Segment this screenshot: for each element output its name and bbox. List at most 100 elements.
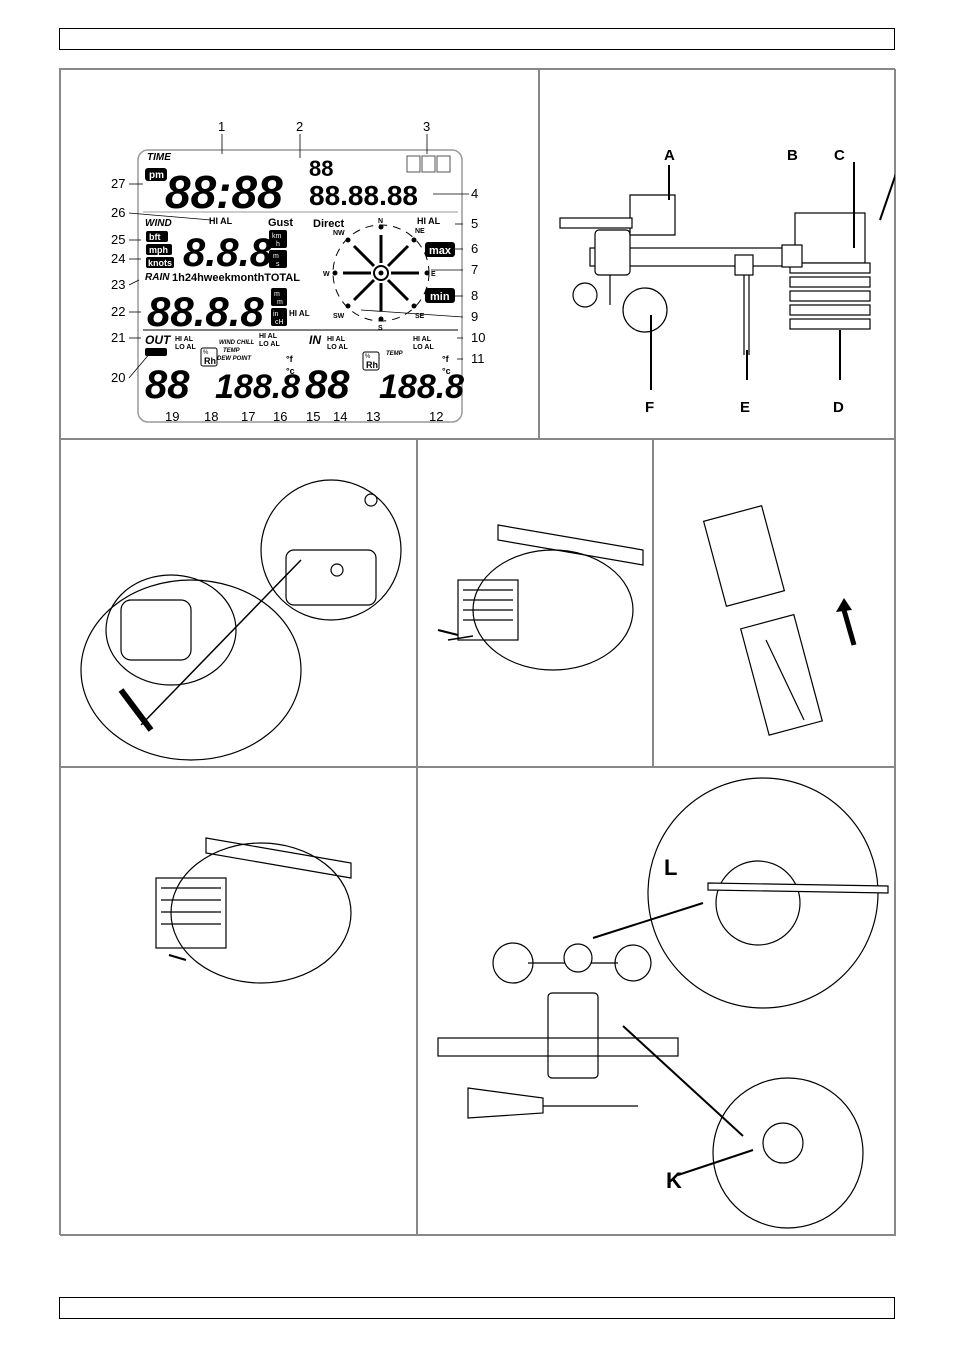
callout-2: 2 — [296, 119, 303, 134]
callout-8: 8 — [471, 288, 478, 303]
callout-18: 18 — [204, 409, 218, 424]
callout-12: 12 — [429, 409, 443, 424]
mm-m1: m — [274, 291, 280, 298]
in-temp-digits: 188.8 — [379, 368, 464, 406]
callout-19: 19 — [165, 409, 179, 424]
in-temp-label: TEMP — [386, 351, 404, 357]
in-deg-f: °f — [442, 354, 450, 364]
battery-holder-slide-figure — [417, 439, 653, 767]
compass-s: S — [378, 325, 383, 332]
label-C: C — [834, 147, 845, 164]
max-indicator: max — [429, 245, 452, 257]
callout-14: 14 — [333, 409, 347, 424]
anemometer-figure: L K — [417, 767, 896, 1236]
in-humidity-digits: 88 — [305, 363, 350, 407]
label-F: F — [645, 399, 654, 416]
compass-n: N — [378, 218, 383, 225]
sensor-assembly-figure: A B C D E F — [539, 69, 896, 439]
wind-hi-al: HI AL — [209, 216, 233, 226]
compass-se: SE — [415, 313, 425, 320]
out-deg-f: °f — [286, 354, 294, 364]
out-deg-c: °c — [286, 366, 295, 376]
out-temp-label: TEMP — [223, 348, 241, 354]
callout-24: 24 — [111, 251, 125, 266]
in-label: IN — [309, 333, 321, 347]
compass-sw: SW — [333, 313, 345, 320]
in-ch: cH — [275, 319, 284, 326]
knots-unit: knots — [148, 258, 172, 268]
direct-label: Direct — [313, 218, 345, 230]
callout-9: 9 — [471, 309, 478, 324]
callout-15: 15 — [306, 409, 320, 424]
wind-label: WIND — [145, 218, 172, 229]
in-temp-hi-al: HI AL — [413, 336, 432, 343]
callout-25: 25 — [111, 232, 125, 247]
date-digits: 88.88.88 — [309, 180, 418, 211]
out-rh: Rh — [204, 356, 216, 366]
out-temp-hi-al: HI AL — [259, 333, 278, 340]
callout-10: 10 — [471, 330, 485, 345]
compass-ne: NE — [415, 228, 425, 235]
rain-hi-al: HI AL — [289, 309, 310, 318]
small-digits: 88 — [309, 156, 333, 181]
out-humidity-digits: 88 — [145, 363, 190, 407]
lcd-display-figure: 1 2 3 4 5 6 7 8 9 10 11 12 13 14 15 16 1… — [60, 69, 539, 439]
dew-point-label: DEW POINT — [217, 356, 252, 362]
wind-chill-label: WIND CHILL — [219, 340, 255, 346]
callout-21: 21 — [111, 330, 125, 345]
header-bar — [59, 28, 895, 50]
callout-26: 26 — [111, 205, 125, 220]
ms-m: m — [273, 253, 279, 260]
in-temp-lo-al: LO AL — [413, 344, 434, 351]
callout-5: 5 — [471, 216, 478, 231]
label-K: K — [666, 1168, 682, 1193]
mph-unit: mph — [149, 245, 168, 255]
compass-w: W — [323, 271, 330, 278]
in-deg-c: °c — [442, 366, 451, 376]
figure-grid: 1 2 3 4 5 6 7 8 9 10 11 12 13 14 15 16 1… — [59, 68, 896, 1236]
bft-unit: bft — [149, 232, 161, 242]
ms-s: s — [276, 261, 280, 268]
footer-bar — [59, 1297, 895, 1319]
callout-6: 6 — [471, 241, 478, 256]
out-temp-lo-al: LO AL — [259, 341, 280, 348]
callout-22: 22 — [111, 304, 125, 319]
callout-23: 23 — [111, 277, 125, 292]
out-rh-pct: % — [203, 350, 209, 356]
label-L: L — [664, 855, 677, 880]
callout-3: 3 — [423, 119, 430, 134]
rain-digits: 88.8.8 — [147, 288, 264, 335]
time-label: TIME — [147, 152, 171, 163]
gust-label: Gust — [268, 217, 293, 229]
kmh-h: h — [276, 241, 280, 248]
callout-4: 4 — [471, 186, 478, 201]
in-hi-al: HI AL — [327, 336, 346, 343]
pm-indicator: pm — [149, 170, 164, 181]
out-label: OUT — [145, 333, 172, 347]
callout-17: 17 — [241, 409, 255, 424]
weekday-segments — [406, 155, 451, 173]
label-E: E — [740, 399, 750, 416]
kmh-k: km — [272, 233, 282, 240]
label-D: D — [833, 399, 844, 416]
callout-7: 7 — [471, 262, 478, 277]
battery-cover-figure — [60, 439, 417, 767]
callout-16: 16 — [273, 409, 287, 424]
compass-e: E — [431, 271, 436, 278]
rain-label: RAIN — [145, 272, 170, 283]
out-temp-digits: 188.8 — [215, 368, 300, 406]
callout-20: 20 — [111, 370, 125, 385]
out-lo-al: LO AL — [175, 344, 196, 351]
time-digits: 88:88 — [165, 166, 283, 218]
out-hi-al: HI AL — [175, 336, 194, 343]
in-i: in — [273, 311, 279, 318]
dir-hi-al: HI AL — [417, 216, 441, 226]
mm-m2: m — [277, 299, 283, 306]
compass-nw: NW — [333, 230, 345, 237]
min-indicator: min — [430, 291, 450, 303]
callout-11: 11 — [471, 351, 485, 366]
callout-13: 13 — [366, 409, 380, 424]
label-A: A — [664, 147, 675, 164]
battery-insertion-figure — [653, 439, 896, 767]
wind-digits: 8.8.8 — [183, 231, 273, 275]
